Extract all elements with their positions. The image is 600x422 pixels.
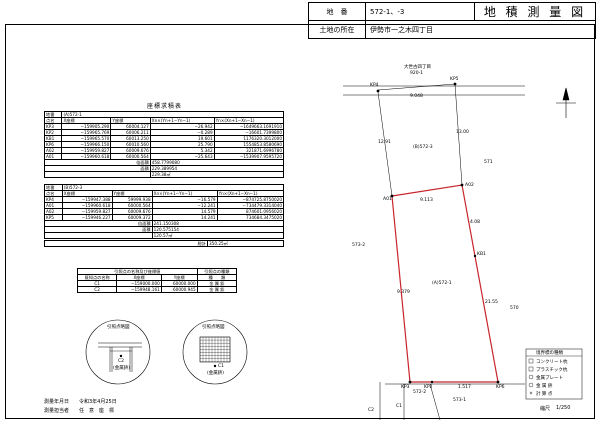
dist-7: 1.517 (458, 385, 471, 390)
detail-circle-1 (85, 319, 151, 385)
detail-circle-2 (182, 319, 248, 385)
drawing-title: 地 積 測 量 図 (474, 2, 596, 21)
legend-item: 計 算 点 (536, 392, 553, 397)
detail-2-kind: (金属鋲) (207, 371, 225, 376)
legend-item: 金 属 鋲 (536, 384, 553, 389)
area-round: 229.38㎡ (149, 171, 285, 178)
pt-kp5: KP5 (450, 77, 459, 82)
location-label: 土地の所在 (308, 20, 366, 39)
pt-a02: A02 (465, 183, 474, 188)
reference-table: 引照点の名称及び座標値 引照点の種類 既知点の名称 X座標 Y座標 種 類 C1… (76, 268, 238, 293)
pt-kp2: KP2 (424, 385, 433, 390)
point-kp5 (453, 82, 457, 86)
pt-kp3: KP3 (401, 385, 410, 390)
point-a02 (460, 183, 464, 187)
dist-8: 4.08 (470, 220, 481, 225)
pt-c2: C2 (368, 408, 375, 413)
survey-points (376, 82, 500, 384)
detail-1-point: C2 (118, 359, 125, 364)
total-table: 総計 350.25㎡ (44, 240, 284, 247)
parcel-lines (343, 83, 525, 421)
title-block: 地 番 572-1、-3 地 積 測 量 図 土地の所在 伊勢市一之木四丁目 (308, 2, 596, 39)
table-row: C2 −159948.161 60000.945 金 属 鋲 (76, 286, 238, 293)
pt-kp4: KP4 (370, 83, 379, 88)
neighbor-570: 570 (510, 306, 519, 311)
area-table-title: 座標求積表 (147, 103, 183, 110)
detail-2-point: C1 (218, 364, 225, 369)
area-round: 120.57㎡ (151, 232, 285, 239)
pt-kb1: KB1 (477, 252, 486, 257)
survey-date-label: 測量年月日 (44, 399, 70, 405)
neighbor-572-2: 572-2 (413, 390, 427, 395)
detail-1-sketch (98, 342, 142, 372)
pt-a01: A01 (383, 197, 392, 202)
scale-value: 1/250 (556, 405, 571, 411)
scale-label: 縮尺 (540, 406, 551, 412)
neighbor-571: 571 (484, 160, 493, 165)
label-b: (B)572-3 (413, 145, 433, 150)
neighbor-573-2: 573-2 (352, 243, 366, 248)
point-kp3 (408, 380, 412, 384)
dist-6: 21.55 (485, 300, 498, 305)
dist-4: 13.00 (456, 130, 469, 135)
dist-1: 9.048 (410, 94, 423, 99)
neighbor-573-1: 573-1 (453, 398, 467, 403)
legend-box (525, 348, 583, 400)
detail-1-kind: (金属鋲) (113, 366, 131, 371)
point-kb1 (473, 254, 477, 258)
location-value: 伊勢市一之木四丁目 (365, 20, 596, 39)
drawing-frame (5, 24, 595, 419)
cell: 金 属 鋲 (196, 286, 238, 293)
point-kp2 (430, 380, 434, 384)
pt-c1: C1 (396, 404, 403, 409)
legend-item: 金属プレート (536, 376, 563, 381)
surveyor-value: 任 意 座 標 (79, 408, 115, 414)
point-a01 (390, 194, 394, 198)
label-a: (A)572-1 (432, 281, 452, 286)
dist-5: 9.379 (397, 290, 410, 295)
legend-item: コンクリート杭 (536, 360, 568, 365)
survey-date-value: 令和3年4月25日 (79, 399, 117, 405)
pt-kp6: KP6 (496, 385, 505, 390)
road-label-1: 大世古四丁目 (404, 65, 431, 70)
area-table-a: 地番 (A)572-1 点名 X座標 Y座標 Xn×(Yn+1−Yn−1) Yn… (43, 111, 285, 178)
point-kp4 (376, 89, 380, 93)
point-kp6 (496, 380, 500, 384)
road-label-2: 920-1 (410, 71, 424, 76)
legend-title: 境界標の種類 (536, 351, 563, 356)
detail-1-title: 引照点略図 (107, 325, 130, 330)
legend-item: プラスチック杭 (536, 368, 568, 373)
detail-2-sketch (199, 336, 231, 368)
detail-2-title: 引照点略図 (202, 325, 225, 330)
total-value: 350.25㎡ (207, 240, 284, 247)
area-table-b: 地番 (B)572-3 点名 X座標 Y座標 Xn×(Yn+1−Yn−1) Yn… (44, 184, 285, 239)
dist-2: 9.113 (420, 198, 433, 203)
north-arrow-icon (556, 87, 576, 118)
dist-3: 12.91 (378, 140, 391, 145)
surveyor-label: 測量担当者 (44, 408, 70, 414)
cell: −159948.161 (116, 286, 162, 293)
